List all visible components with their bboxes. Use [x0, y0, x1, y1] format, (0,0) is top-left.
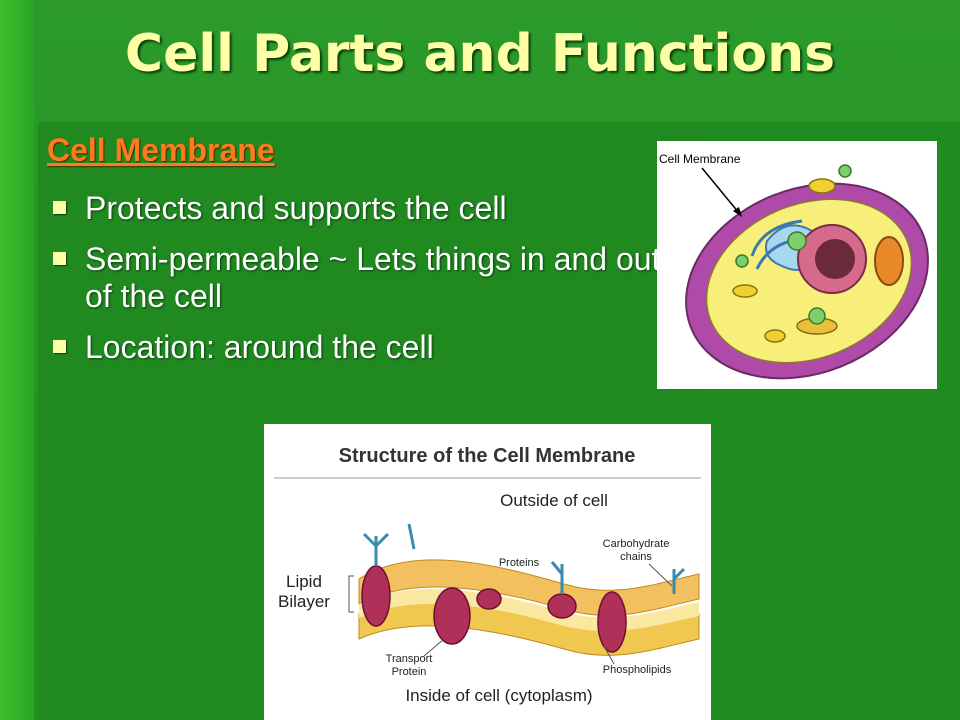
carbohydrate-chain	[550, 561, 564, 594]
transport-label-line1: Transport	[386, 653, 433, 665]
organelle-shape	[764, 329, 786, 343]
er-line	[750, 219, 803, 257]
bullet-item: Protects and supports the cell	[47, 190, 667, 227]
bullet-text: Semi-permeable ~ Lets things in and out …	[85, 241, 661, 314]
pointer-line	[423, 638, 445, 657]
protein-shape	[547, 593, 577, 619]
outside-label: Outside of cell	[500, 491, 608, 510]
transport-label-line2: Protein	[392, 666, 427, 678]
pointer-line	[648, 563, 673, 587]
organelle-shape	[808, 178, 836, 194]
bullet-text: Protects and supports the cell	[85, 190, 507, 226]
nucleolus-shape	[815, 239, 855, 279]
transport-protein-shape	[433, 587, 471, 645]
bullet-list: Protects and supports the cell Semi-perm…	[47, 190, 667, 380]
bullet-item: Semi-permeable ~ Lets things in and out …	[47, 241, 667, 315]
organelle-shape	[732, 284, 758, 298]
left-stripe	[0, 0, 34, 720]
pointer-arrow-line	[701, 167, 740, 214]
bilayer-label: Bilayer	[278, 592, 330, 611]
animal-cell-image: Cell Membrane	[657, 141, 937, 389]
phospholipids-label: Phospholipids	[603, 664, 672, 676]
carbohydrate-chain	[407, 523, 416, 550]
membrane-structure-illustration: Structure of the Cell Membrane Outside o…	[274, 445, 701, 705]
square-bullet-icon	[53, 201, 66, 214]
membrane-structure-image: Structure of the Cell Membrane Outside o…	[264, 424, 711, 720]
carbohydrate-chain	[362, 532, 390, 566]
inside-label: Inside of cell (cytoplasm)	[405, 686, 592, 705]
carbohydrate-label-line2: chains	[620, 551, 652, 563]
protein-shape	[597, 591, 627, 653]
vesicle-shape	[808, 307, 826, 325]
bullet-item: Location: around the cell	[47, 329, 667, 366]
square-bullet-icon	[53, 340, 66, 353]
vesicle-shape	[787, 231, 807, 251]
arrow-head-icon	[733, 207, 742, 217]
lipid-bracket	[348, 575, 354, 613]
square-bullet-icon	[53, 252, 66, 265]
slide-title: Cell Parts and Functions	[124, 24, 836, 84]
protein-shape	[476, 588, 502, 610]
lipid-label: Lipid	[286, 572, 322, 591]
carbohydrate-label-line1: Carbohydrate	[603, 538, 670, 550]
bullet-text: Location: around the cell	[85, 329, 434, 365]
pointer-line	[603, 645, 615, 665]
animal-cell-illustration: Cell Membrane	[659, 152, 929, 380]
mitochondrion-shape	[874, 236, 904, 286]
proteins-label: Proteins	[499, 557, 540, 569]
protein-shape	[361, 565, 391, 627]
vesicle-shape	[838, 164, 852, 178]
cell-membrane-label: Cell Membrane	[659, 152, 741, 166]
carbohydrate-chain	[672, 567, 686, 594]
section-heading: Cell Membrane	[47, 132, 275, 168]
figure-title: Structure of the Cell Membrane	[339, 445, 636, 467]
vesicle-shape	[735, 254, 749, 268]
